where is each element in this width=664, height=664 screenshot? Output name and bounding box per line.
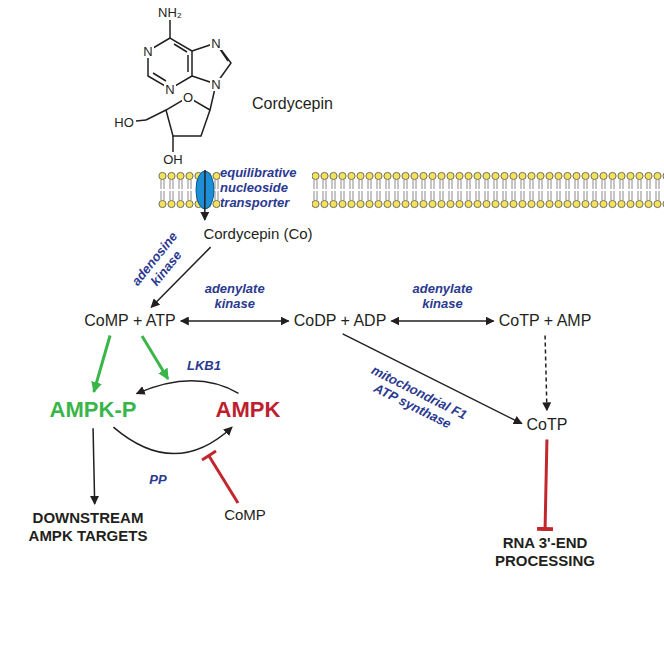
atom-label: N [210,78,221,91]
enzyme-label: PP [149,473,166,488]
inhibition-connector [545,440,547,529]
node-text: CoMP + ATP [84,311,175,330]
reaction-arrow [204,170,206,220]
metabolite-node: CoTP [525,413,570,436]
reaction-arrow [113,427,232,453]
outcome-node: DOWNSTREAM AMPK TARGETS [21,507,156,547]
atom-label: HO [113,116,135,129]
metabolite-node: CoMP [222,504,268,526]
metabolite-node: CoMP + ATP [82,309,177,332]
reaction-arrow [545,336,547,411]
transporter-label: equilibrative nucleoside transporter [220,166,312,211]
reaction-arrow [391,320,493,322]
reaction-arrow [181,320,289,322]
enzyme-label: mitochondrial F1 ATP synthase [361,363,468,437]
outcome-node: RNA 3'-END PROCESSING [470,532,620,572]
metabolite-node: Cordycepin (Co) [201,223,314,245]
node-text: Cordycepin [252,94,333,113]
node-text: CoDP + ADP [294,311,387,330]
metabolite-node: CoDP + ADP [292,309,389,332]
node-text: RNA 3'-END PROCESSING [472,534,618,570]
node-text: DOWNSTREAM AMPK TARGETS [23,509,154,545]
activation-arrow [142,336,168,379]
cordycepin-structure [136,20,231,152]
active-enzyme-node: AMPK-P [48,395,139,425]
reaction-arrow [137,381,239,394]
node-text: CoTP [527,415,568,434]
metabolite-node: CoTP + AMP [497,309,594,332]
atom-label: OH [162,153,184,166]
atom-label: O [182,91,194,104]
node-text: AMPK-P [50,397,137,423]
reaction-arrow [93,428,95,504]
node-text: AMPK [216,397,281,423]
reaction-arrow [94,335,110,391]
inhibition-line [202,451,238,503]
enzyme-label: adenylate kinase [200,282,270,312]
atom-label: N [142,45,153,58]
enzyme-label: adenosine kinase [127,227,194,300]
atom-label: N [210,37,221,50]
atom-label: N [164,83,175,96]
inactive-enzyme-node: AMPK [214,395,283,425]
atom-label: NH₂ [157,6,183,19]
node-text: Cordycepin (Co) [203,225,312,243]
node-text: CoMP [224,506,266,524]
molecule-node: Cordycepin [80,2,330,167]
enzyme-label: adenylate kinase [407,282,477,312]
node-text: CoTP + AMP [499,311,592,330]
enzyme-label: LKB1 [187,359,221,374]
